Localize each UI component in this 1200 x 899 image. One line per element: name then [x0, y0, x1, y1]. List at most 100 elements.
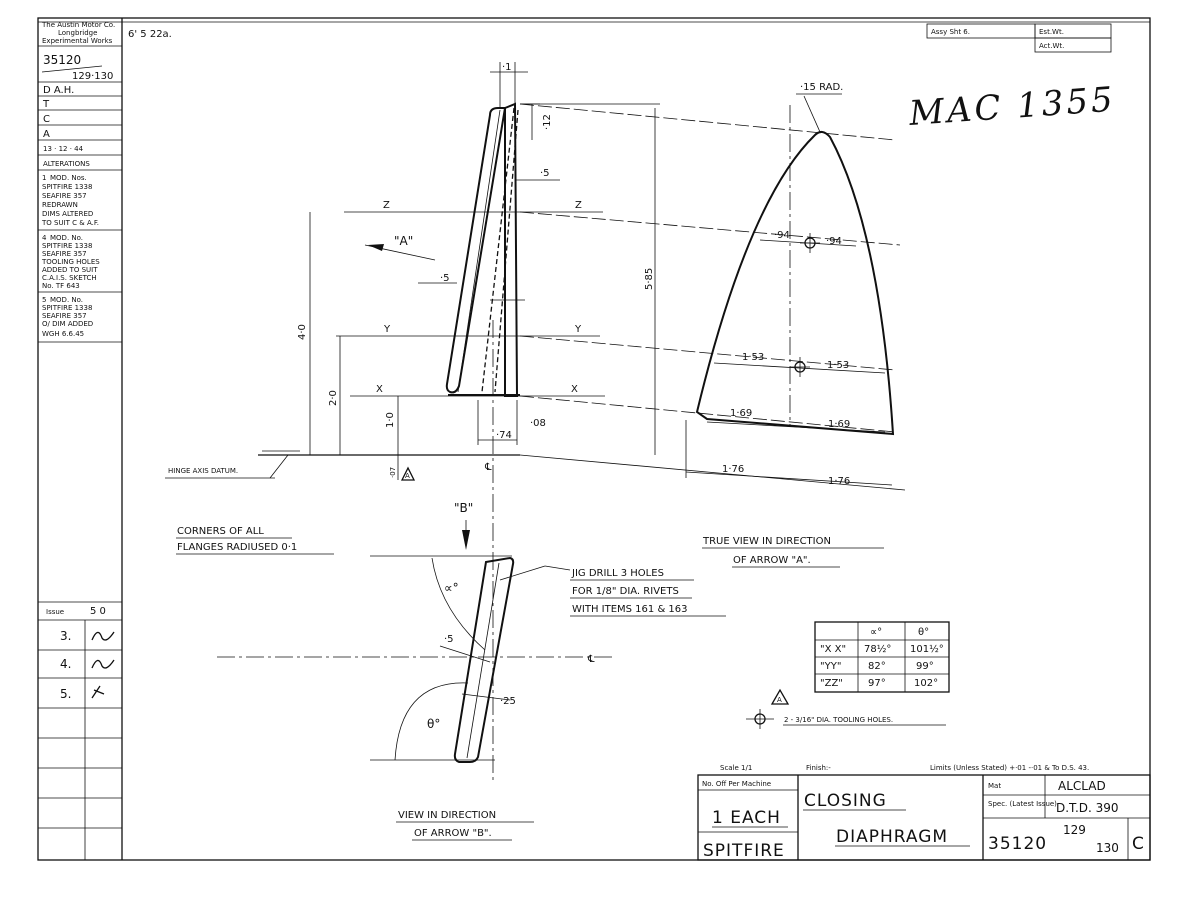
alteration-2-line-3: SEAFIRE 357 — [42, 250, 87, 258]
issue-label: Issue — [46, 608, 64, 616]
part-title-line-2: DIAPHRAGM — [836, 827, 948, 847]
centre-line-mark: ℄ — [484, 462, 492, 473]
handwritten-reference: MAC 1355 — [907, 80, 1117, 134]
issue-number: 5 0 — [90, 606, 106, 617]
dim-74: ·74 — [496, 430, 512, 441]
alteration-2-no: 4 — [42, 234, 47, 242]
section-x-right: X — [571, 384, 578, 395]
dim-176-left: 1·76 — [722, 464, 744, 475]
alteration-3-line-5: WGH 6.6.45 — [42, 330, 84, 338]
alteration-1-line-4: REDRAWN — [42, 201, 78, 209]
limits-label: Limits (Unless Stated) +·01 -·01 & To D.… — [930, 764, 1089, 772]
dim-4-0: 4·0 — [297, 324, 308, 340]
dim-2-0: 2·0 — [328, 390, 339, 406]
tooling-note-mark-letter: A — [777, 696, 782, 704]
alteration-3-line-4: O/ DIM ADDED — [42, 320, 93, 328]
diaphragm-hidden-edge-2 — [494, 109, 519, 393]
alteration-1-line-5: DIMS ALTERED — [42, 210, 93, 218]
company-line-3: Experimental Works — [42, 37, 113, 45]
theta-arc — [394, 682, 469, 761]
alteration-2-line-1: MOD. No. — [50, 234, 83, 242]
arrow-b-head — [462, 530, 470, 550]
alteration-3-line-1: MOD. No. — [50, 296, 83, 304]
dim-153-left: 1·53 — [742, 352, 764, 363]
view-b-profile — [453, 556, 515, 763]
tool-mark-elevation — [400, 466, 416, 481]
strip-drawing-sub: 129·130 — [72, 71, 113, 82]
dim-top-1: ·1 — [502, 62, 512, 73]
company-line-1: The Austin Motor Co. — [41, 21, 115, 29]
arrow-a-head — [368, 244, 384, 251]
corners-note-line-2: FLANGES RADIUSED 0·1 — [177, 542, 297, 553]
tooling-note: 2 - 3/16" DIA. TOOLING HOLES. — [784, 716, 893, 724]
dim-08: ·08 — [530, 418, 546, 429]
alteration-1-line-1: MOD. Nos. — [50, 174, 87, 182]
alteration-2-line-7: No. TF 643 — [42, 282, 80, 290]
strip-row-checked: C — [43, 114, 50, 125]
scale-label: Scale 1/1 — [720, 764, 752, 772]
notes: CORNERS OF ALL FLANGES RADIUSED 0·1 TRUE… — [176, 526, 946, 841]
jig-note-line-3: WITH ITEMS 161 & 163 — [572, 604, 688, 615]
radius-label: ·15 RAD. — [800, 82, 843, 93]
strip-row-traced: T — [42, 99, 50, 110]
act-wt-label: Act.Wt. — [1039, 42, 1064, 50]
dim-5-left: ·5 — [440, 273, 450, 284]
mat-value: ALCLAD — [1058, 779, 1106, 793]
title-block: Scale 1/1 Finish:- Limits (Unless Stated… — [697, 764, 1151, 861]
dim-5-85: 5·85 — [644, 268, 655, 290]
dim-153-right: 1·53 — [827, 360, 849, 371]
angle-table-row-2-alpha: 82° — [868, 661, 886, 672]
section-y-left: Y — [383, 324, 391, 335]
diaphragm-outer-flange — [445, 107, 507, 394]
arrow-b-label: "B" — [454, 501, 473, 515]
alteration-2-line-5: ADDED TO SUIT — [42, 266, 98, 274]
view-b-caption-line-2: OF ARROW "B". — [414, 828, 492, 839]
alteration-1-no: 1 — [42, 174, 46, 182]
part-number-suffix: C — [1132, 834, 1145, 854]
alteration-2-line-2: SPITFIRE 1338 — [42, 242, 92, 250]
alteration-2-line-4: TOOLING HOLES — [41, 258, 100, 266]
alteration-2-line-6: C.A.I.S. SKETCH — [42, 274, 97, 282]
issue-3: 3. — [60, 629, 71, 643]
dim-12: ·12 — [542, 114, 553, 130]
hinge-axis-datum-label: HINGE AXIS DATUM. — [168, 467, 238, 475]
alteration-1-line-6: TO SUIT C & A.F. — [41, 219, 99, 227]
view-b-dim-5: ·5 — [444, 634, 454, 645]
theta-label: θ° — [427, 717, 440, 731]
dim-94-left: ·94 — [774, 230, 790, 241]
alpha-label: ∝° — [444, 581, 459, 595]
strip-row-approved: A — [43, 129, 50, 140]
spec-label: Spec. (Latest Issue) — [988, 800, 1057, 808]
dim-1-0: 1·0 — [385, 412, 396, 428]
angle-table-header-theta: θ° — [918, 627, 929, 638]
corners-note-line-1: CORNERS OF ALL — [177, 526, 264, 537]
true-view: ·15 RAD. ·94 ·94 1·53 1·53 1·69 1·69 1·7… — [685, 82, 895, 487]
strip-row-drawn: D A.H. — [43, 85, 74, 96]
tool-mark-elevation-letter: A — [405, 472, 410, 480]
view-b: ∝° θ° ℄ ·5 ·25 — [217, 555, 612, 763]
tooling-note-mark — [770, 688, 790, 705]
angle-table-row-1-alpha: 78½° — [864, 643, 891, 655]
company-line-2: Longbridge — [58, 29, 97, 37]
angle-table: ∝° θ° "X X" 78½° 101½° "YY" 82° 99° "ZZ"… — [814, 621, 950, 693]
dim-169-right: 1·69 — [828, 419, 850, 430]
issue-4: 4. — [60, 657, 71, 671]
dim-5-upper: ·5 — [540, 168, 550, 179]
angle-table-row-3-alpha: 97° — [868, 678, 886, 689]
angle-table-row-3-theta: 102° — [914, 678, 938, 689]
angle-table-header-alpha: ∝° — [870, 627, 882, 638]
mat-label: Mat — [988, 782, 1001, 790]
angle-table-row-2-theta: 99° — [916, 661, 934, 672]
issue-5-initials — [91, 685, 105, 699]
jig-note-line-2: FOR 1/8" DIA. RIVETS — [572, 586, 679, 597]
dim-176-right: 1·76 — [828, 476, 850, 487]
sheet-ref: 6' 5 22a. — [128, 29, 172, 40]
view-b-caption-line-1: VIEW IN DIRECTION — [398, 810, 496, 821]
alteration-1-line-3: SEAFIRE 357 — [42, 192, 87, 200]
part-number: 35120 — [988, 834, 1047, 854]
centre-line-mark-view-b: ℄ — [587, 654, 595, 665]
true-view-caption-line-2: OF ARROW "A". — [733, 555, 811, 566]
alteration-3-line-3: SEAFIRE 357 — [42, 312, 87, 320]
true-view-caption-line-1: TRUE VIEW IN DIRECTION — [702, 536, 831, 547]
alpha-arc — [431, 557, 486, 651]
